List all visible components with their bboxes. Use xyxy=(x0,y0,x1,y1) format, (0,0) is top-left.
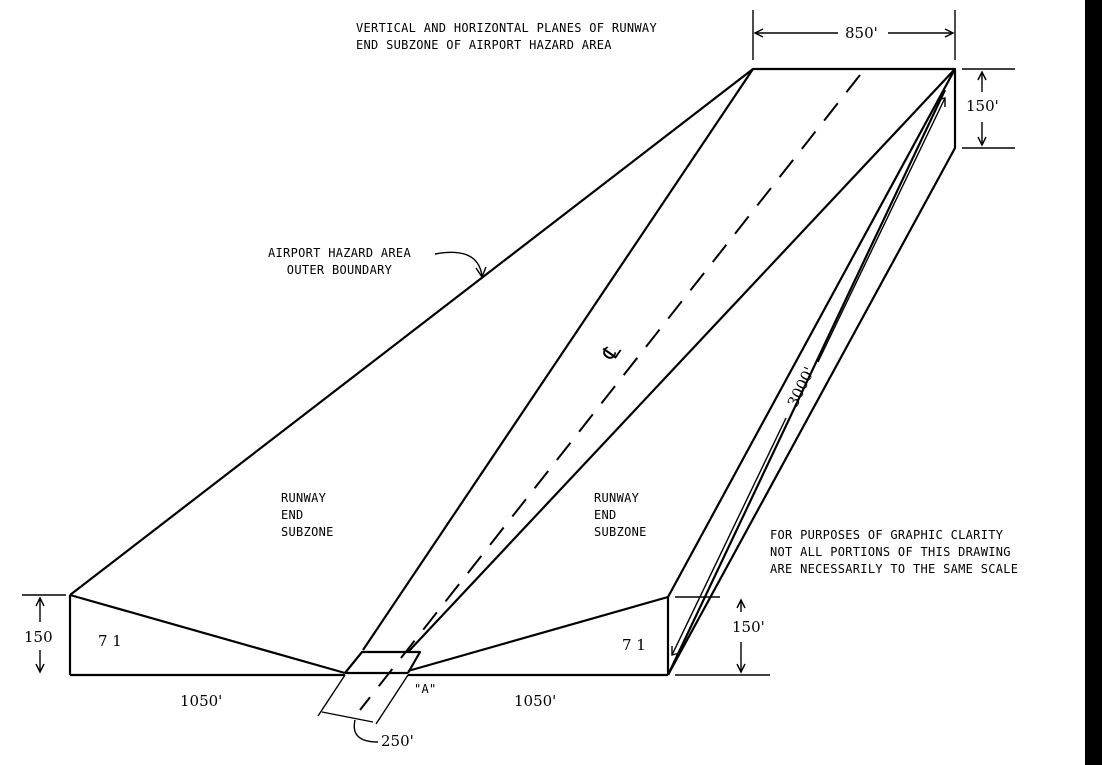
left-width-dimension: 1050' xyxy=(180,692,223,710)
scale-note: FOR PURPOSES OF GRAPHIC CLARITY NOT ALL … xyxy=(770,528,1019,576)
right-subzone-label: RUNWAY END SUBZONE xyxy=(594,491,647,539)
runway-strip xyxy=(344,68,956,675)
dimension-length xyxy=(671,97,946,656)
dimension-top-height xyxy=(962,68,1015,149)
diagram-title: VERTICAL AND HORIZONTAL PLANES OF RUNWAY… xyxy=(356,21,657,52)
runway-centerline xyxy=(359,74,861,711)
runway-width-dimension: 250' xyxy=(381,732,414,750)
top-height-dimension: 150' xyxy=(966,97,999,115)
left-slope-ratio: 7 1 xyxy=(98,632,122,650)
right-subzone-edges xyxy=(407,68,956,676)
scan-edge-bar xyxy=(1085,0,1102,765)
left-subzone-edges xyxy=(69,593,346,675)
dimension-runway-width xyxy=(317,674,409,743)
point-a-label: "A" xyxy=(414,682,437,696)
dimension-top-width xyxy=(752,10,956,60)
right-slope-ratio: 7 1 xyxy=(622,636,646,654)
left-height-dimension: 150 xyxy=(24,628,53,646)
right-width-dimension: 1050' xyxy=(514,692,557,710)
left-subzone-label: RUNWAY END SUBZONE xyxy=(281,491,334,539)
hazard-area-outline xyxy=(68,67,957,677)
right-height-dimension: 150' xyxy=(732,618,765,636)
dimension-right-height xyxy=(675,596,770,676)
outer-boundary-leader xyxy=(434,251,487,279)
top-width-dimension: 850' xyxy=(845,24,878,42)
dimension-left-height xyxy=(22,594,66,674)
outer-boundary-label: AIRPORT HAZARD AREA OUTER BOUNDARY xyxy=(268,246,411,277)
